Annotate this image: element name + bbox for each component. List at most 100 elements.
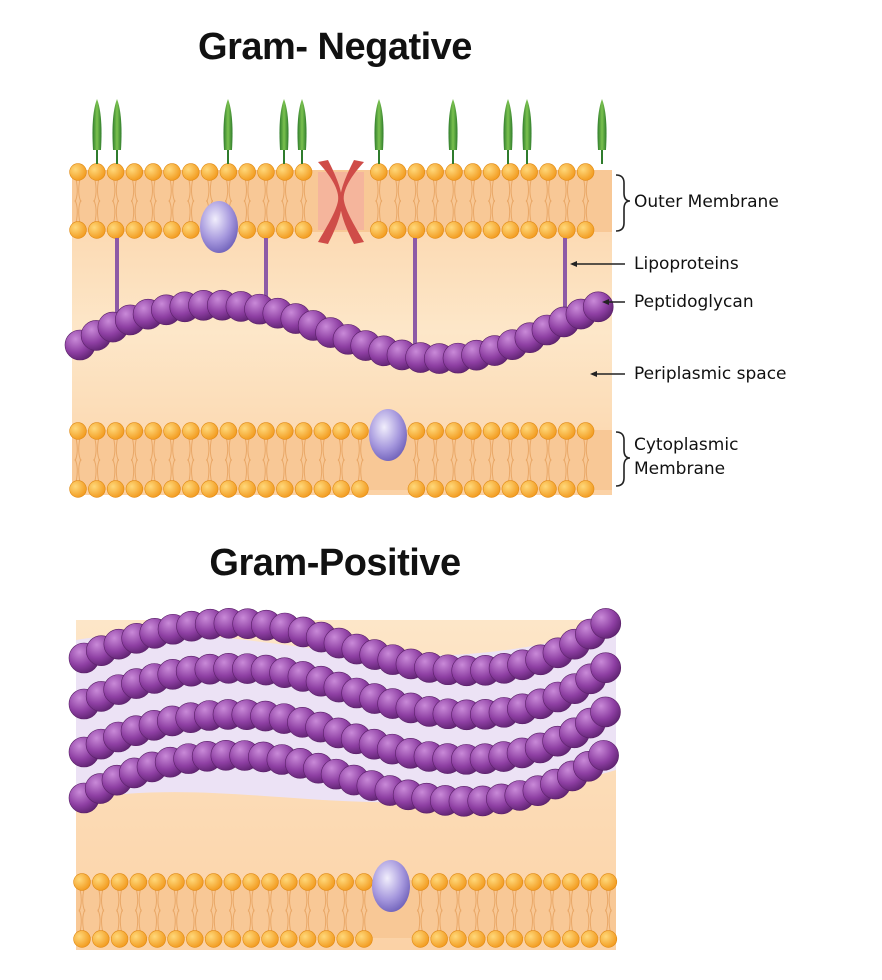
phospholipid-head	[186, 930, 204, 948]
phospholipid-head	[125, 480, 144, 498]
phospholipid-head	[426, 422, 444, 440]
phospholipid-head	[520, 422, 538, 440]
label-peptidoglycan: Peptidoglycan	[634, 292, 754, 312]
phospholipid-head	[238, 422, 256, 440]
phospholipid-head	[313, 480, 332, 498]
phospholipid-head	[562, 873, 580, 891]
phospholipid-head	[426, 163, 444, 181]
phospholipid-head	[486, 873, 505, 891]
phospholipid-head	[204, 873, 223, 891]
phospholipid-head	[129, 873, 148, 891]
phospholipid-head	[501, 221, 520, 239]
peptidoglycan-bead	[590, 652, 622, 684]
phospholipid-head	[125, 422, 144, 440]
phospholipid-head	[257, 422, 275, 440]
label-outer-membrane: Outer Membrane	[634, 192, 779, 212]
phospholipid-head	[370, 221, 388, 239]
phospholipid-head	[238, 480, 256, 498]
phospholipid-head	[336, 930, 354, 948]
phospholipid-head	[106, 221, 125, 239]
membrane-protein-icon	[200, 201, 238, 253]
phospholipid-head	[144, 163, 162, 181]
phospholipid-head	[88, 163, 106, 181]
phospholipid-head	[276, 163, 294, 181]
phospholipid-head	[125, 163, 144, 181]
lipopolysaccharide-icons	[92, 99, 607, 164]
peptidoglycan-bead	[582, 291, 614, 323]
phospholipid-head	[576, 480, 595, 498]
label-lipoproteins: Lipoproteins	[634, 254, 739, 274]
phospholipid-head	[407, 221, 426, 239]
phospholipid-head	[520, 163, 538, 181]
phospholipid-heads	[69, 163, 595, 498]
peptidoglycan-bead	[590, 696, 621, 728]
phospholipid-head	[200, 163, 219, 181]
phospholipid-head	[336, 873, 354, 891]
phospholipid-head	[163, 221, 181, 239]
phospholipid-head	[238, 163, 256, 181]
phospholipid-head	[294, 163, 313, 181]
phospholipid-head	[468, 930, 486, 948]
phospholipid-head	[599, 873, 618, 891]
phospholipid-head	[445, 422, 463, 440]
peptidoglycan-bead	[588, 740, 619, 771]
phospholipid-head	[449, 930, 467, 948]
phospholipid-head	[464, 221, 482, 239]
phospholipid-head	[482, 480, 501, 498]
phospholipid-head	[294, 422, 313, 440]
phospholipid-head	[524, 930, 542, 948]
phospholipid-head	[388, 163, 407, 181]
phospholipid-head	[280, 930, 298, 948]
phospholipid-head	[238, 221, 256, 239]
phospholipid-head	[219, 422, 238, 440]
phospholipid-head	[449, 873, 467, 891]
lipopolysaccharide-icon	[448, 99, 458, 150]
phospholipid-head	[182, 480, 200, 498]
phospholipid-head	[351, 422, 369, 440]
phospholipid-head	[88, 422, 106, 440]
phospholipid-head	[280, 873, 298, 891]
phospholipid-head	[430, 930, 448, 948]
porin-protein-icon	[318, 160, 364, 244]
phospholipid-head	[351, 480, 369, 498]
phospholipid-head	[355, 930, 373, 948]
phospholipid-head	[69, 163, 87, 181]
cytoplasmic-membrane-band	[72, 430, 612, 490]
phospholipid-head	[182, 163, 200, 181]
phospholipid-head	[163, 480, 181, 498]
lipopolysaccharide-icon	[223, 99, 233, 150]
phospholipid-heads	[73, 873, 618, 948]
gram-positive-title: Gram-Positive	[209, 542, 461, 584]
phospholipid-head	[501, 480, 520, 498]
phospholipid-head	[539, 422, 557, 440]
phospholipid-head	[219, 480, 238, 498]
phospholipid-head	[129, 930, 148, 948]
phospholipid-head	[562, 930, 580, 948]
phospholipid-head	[543, 930, 561, 948]
lipopolysaccharide-icon	[522, 99, 532, 150]
phospholipid-head	[576, 163, 595, 181]
phospholipid-head	[223, 873, 242, 891]
phospholipid-head	[294, 221, 313, 239]
phospholipid-head	[464, 163, 482, 181]
phospholipid-head	[257, 480, 275, 498]
phospholipid-head	[388, 221, 407, 239]
phospholipid-head	[313, 422, 332, 440]
phospholipid-head	[430, 873, 448, 891]
phospholipid-head	[73, 873, 91, 891]
phospholipid-head	[558, 480, 576, 498]
phospholipid-head	[558, 221, 576, 239]
phospholipid-head	[558, 163, 576, 181]
phospholipid-head	[276, 480, 294, 498]
phospholipid-head	[501, 163, 520, 181]
phospholipid-head	[468, 873, 486, 891]
phospholipid-head	[294, 480, 313, 498]
phospholipid-head	[261, 873, 279, 891]
phospholipid-head	[332, 422, 350, 440]
phospholipid-head	[539, 480, 557, 498]
phospholipid-head	[317, 930, 336, 948]
phospholipid-head	[298, 930, 317, 948]
phospholipid-head	[223, 930, 242, 948]
phospholipid-head	[88, 480, 106, 498]
phospholipid-head	[257, 221, 275, 239]
